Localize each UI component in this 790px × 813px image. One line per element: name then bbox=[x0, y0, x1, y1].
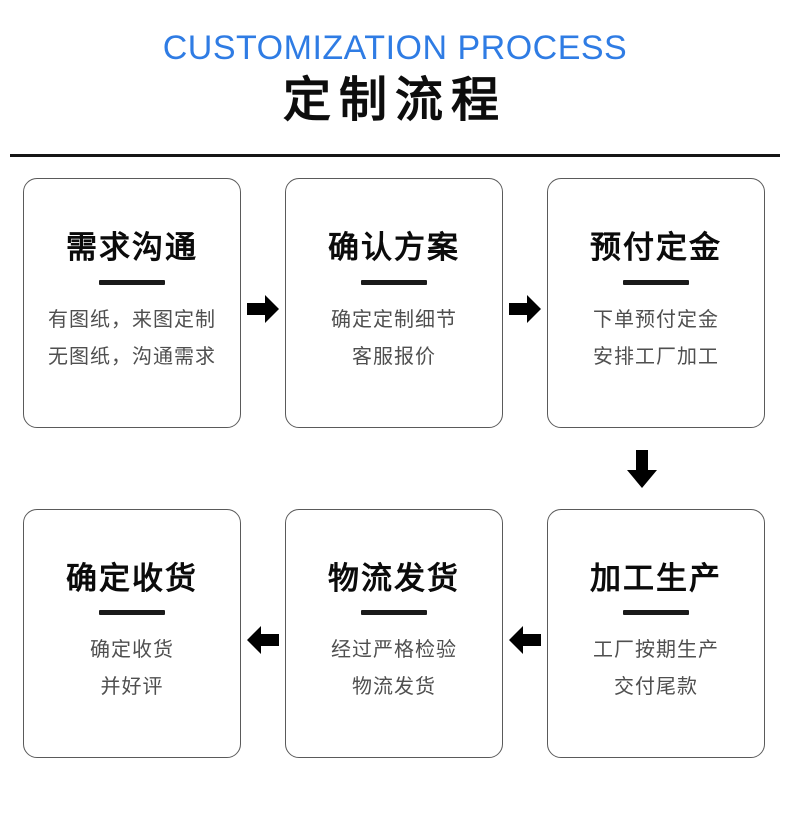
step-description-line: 客服报价 bbox=[352, 343, 436, 368]
page-header: CUSTOMIZATION PROCESS 定制流程 bbox=[0, 0, 790, 129]
step-description-line: 确定定制细节 bbox=[331, 306, 457, 331]
step-description-line: 确定收货 bbox=[90, 637, 174, 662]
step-title-underline-4 bbox=[623, 610, 689, 616]
step-description-line: 有图纸，来图定制 bbox=[48, 306, 216, 331]
step-description-line: 物流发货 bbox=[352, 674, 436, 699]
arrow-left-icon bbox=[245, 622, 281, 658]
step-title-2: 确认方案 bbox=[328, 230, 460, 267]
step-description-4: 工厂按期生产 交付尾款 bbox=[593, 631, 719, 705]
arrow-right-icon bbox=[507, 291, 543, 327]
arrow-left-icon bbox=[507, 622, 543, 658]
process-step-card-5[interactable]: 物流发货 经过严格检验 物流发货 bbox=[285, 509, 503, 758]
step-title-underline-2 bbox=[361, 279, 427, 285]
step-description-line: 交付尾款 bbox=[614, 674, 698, 699]
page-title-english: CUSTOMIZATION PROCESS bbox=[162, 29, 628, 67]
step-title-6: 确定收货 bbox=[66, 560, 198, 597]
step-description-1: 有图纸，来图定制 无图纸，沟通需求 bbox=[48, 301, 216, 375]
arrow-right-icon bbox=[245, 291, 281, 327]
process-step-card-4[interactable]: 加工生产 工厂按期生产 交付尾款 bbox=[547, 509, 765, 758]
step-title-4: 加工生产 bbox=[590, 560, 722, 597]
step-title-underline-1 bbox=[99, 279, 165, 285]
step-description-2: 确定定制细节 客服报价 bbox=[331, 301, 457, 375]
page-title-chinese: 定制流程 bbox=[282, 72, 507, 129]
step-title-3: 预付定金 bbox=[590, 230, 722, 267]
step-title-1: 需求沟通 bbox=[66, 230, 198, 267]
step-description-line: 无图纸，沟通需求 bbox=[48, 343, 216, 368]
process-step-card-3[interactable]: 预付定金 下单预付定金 安排工厂加工 bbox=[547, 178, 765, 428]
step-title-underline-6 bbox=[99, 610, 165, 616]
step-description-line: 并好评 bbox=[100, 674, 164, 699]
step-description-3: 下单预付定金 安排工厂加工 bbox=[593, 301, 719, 375]
process-step-card-6[interactable]: 确定收货 确定收货 并好评 bbox=[23, 509, 241, 758]
step-description-line: 工厂按期生产 bbox=[593, 637, 719, 662]
step-description-line: 安排工厂加工 bbox=[593, 343, 719, 368]
process-step-card-1[interactable]: 需求沟通 有图纸，来图定制 无图纸，沟通需求 bbox=[23, 178, 241, 428]
process-step-card-2[interactable]: 确认方案 确定定制细节 客服报价 bbox=[285, 178, 503, 428]
step-title-5: 物流发货 bbox=[328, 560, 460, 597]
step-description-5: 经过严格检验 物流发货 bbox=[331, 631, 457, 705]
step-title-underline-3 bbox=[623, 279, 689, 285]
header-divider-rule bbox=[10, 154, 780, 157]
arrow-down-icon bbox=[624, 448, 660, 490]
step-description-line: 下单预付定金 bbox=[593, 306, 719, 331]
step-title-underline-5 bbox=[361, 610, 427, 616]
step-description-6: 确定收货 并好评 bbox=[90, 631, 174, 705]
step-description-line: 经过严格检验 bbox=[331, 637, 457, 662]
